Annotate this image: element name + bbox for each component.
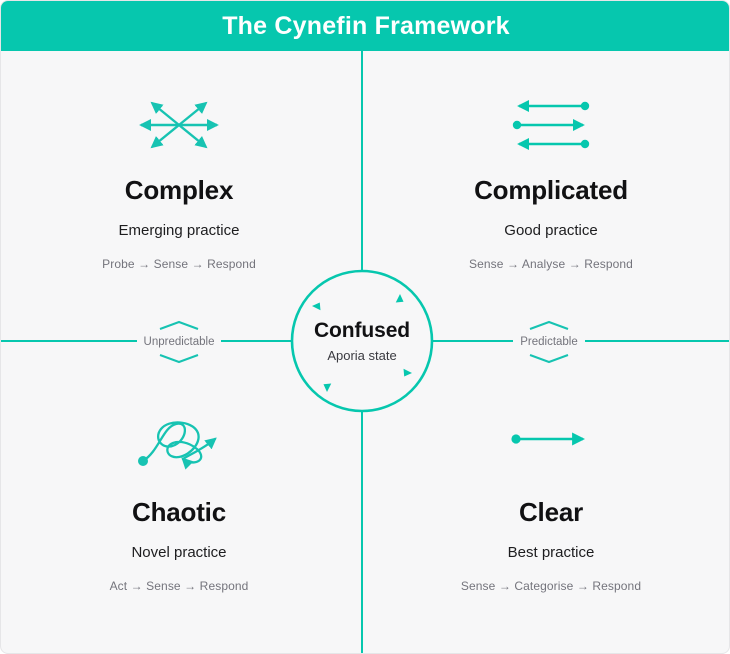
chevron-up-icon [157,320,201,331]
quadrant-complex[interactable]: Complex Emerging practice Probe → Sense … [1,93,357,271]
header-bar: The Cynefin Framework [1,1,729,51]
quadrant-title: Complicated [474,175,628,205]
axis-label-text: Unpredictable [136,334,222,350]
quadrant-steps: Sense → Categorise → Respond [460,579,642,593]
circular-arrows-icon [290,269,434,413]
quadrant-clear[interactable]: Clear Best practice Sense → Categorise →… [373,415,729,593]
chevron-down-icon [527,353,571,364]
quadrant-practice: Good practice [504,222,598,239]
quadrant-steps: Act → Sense → Respond [109,579,249,593]
quadrant-steps: Probe → Sense → Respond [102,257,256,271]
chevron-up-icon [527,320,571,331]
radiating-arrows-icon [133,93,225,157]
page-title: The Cynefin Framework [222,11,510,40]
axis-label-unpredictable: Unpredictable [104,317,254,367]
tangled-scribble-arrow-icon [129,415,229,479]
chevron-down-icon [157,353,201,364]
quadrant-title: Complex [124,175,234,205]
axis-label-text: Predictable [513,334,585,350]
parallel-arrows-icon [505,93,597,157]
quadrant-complicated[interactable]: Complicated Good practice Sense → Analys… [373,93,729,271]
center-confused-node[interactable]: Confused Aporia state [288,267,436,415]
quadrant-title: Clear [518,497,584,527]
single-arrow-icon [505,415,597,479]
quadrant-practice: Novel practice [131,544,227,561]
quadrant-steps: Sense → Analyse → Respond [469,257,633,271]
quadrant-practice: Emerging practice [118,222,240,239]
quadrant-practice: Best practice [507,544,595,561]
quadrant-title: Chaotic [132,497,226,527]
quadrant-chaotic[interactable]: Chaotic Novel practice Act → Sense → Res… [1,415,357,593]
axis-label-predictable: Predictable [474,317,624,367]
